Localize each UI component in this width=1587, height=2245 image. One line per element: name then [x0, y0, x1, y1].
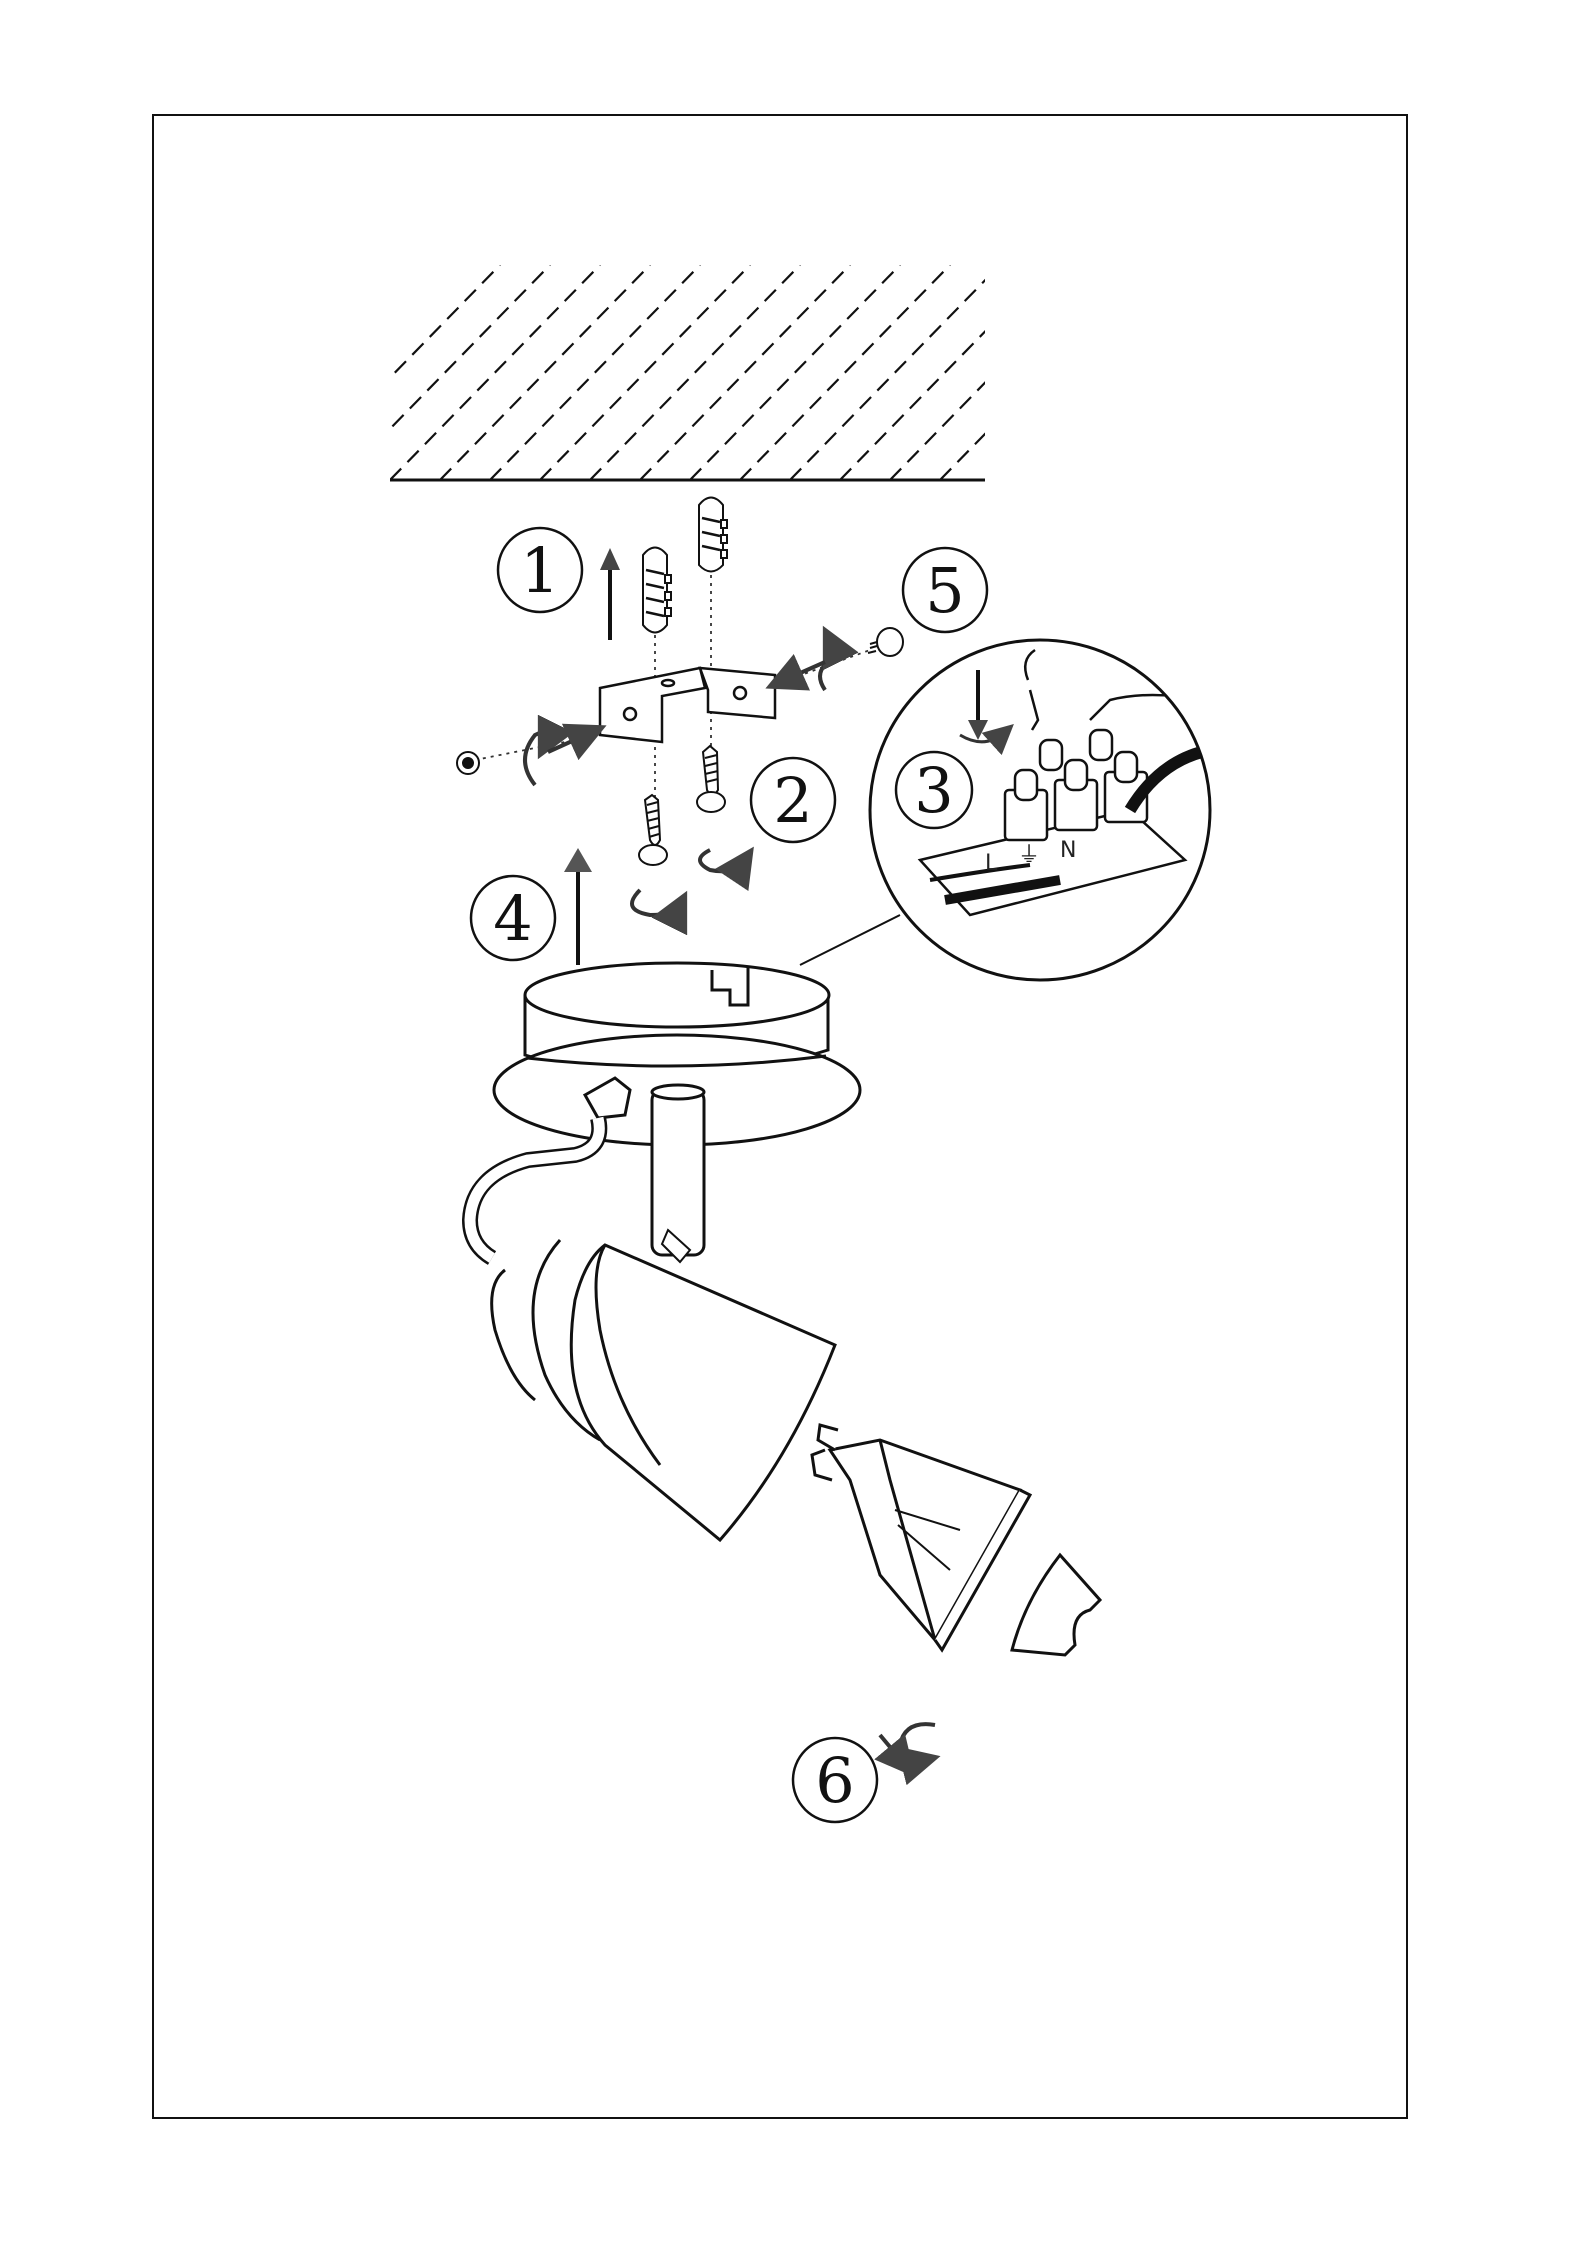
- svg-text:1: 1: [520, 534, 559, 607]
- arrow-step-1: [600, 548, 620, 640]
- svg-text:2: 2: [773, 764, 812, 837]
- terminal-label-l: L: [985, 851, 998, 876]
- svg-text:6: 6: [815, 1744, 854, 1817]
- wall-plug-right: [699, 498, 727, 572]
- wood-screw-right: [697, 746, 725, 812]
- retaining-ring: [1012, 1555, 1100, 1655]
- step-badge-5: 5: [903, 548, 987, 632]
- lamp-stem: [652, 1085, 704, 1262]
- step-badge-3: 3: [896, 752, 972, 828]
- svg-text:4: 4: [493, 882, 532, 955]
- svg-text:3: 3: [914, 754, 953, 827]
- gu10-bulb: [812, 1425, 1030, 1650]
- power-cable: [470, 1118, 599, 1258]
- wood-screw-left: [639, 795, 667, 865]
- step-badge-4: 4: [471, 876, 555, 960]
- arrow-step-4: [564, 848, 592, 965]
- terminal-label-earth: ⏚: [1018, 843, 1040, 868]
- step-badge-6: 6: [793, 1738, 877, 1822]
- push-arrows: [548, 662, 905, 1765]
- step-badge-2: 2: [751, 758, 835, 842]
- svg-text:5: 5: [925, 554, 964, 627]
- zoom-leader: [800, 915, 900, 965]
- ceiling-hatch: [290, 265, 1200, 480]
- screw-left: [457, 752, 479, 774]
- step-badge-1: 1: [498, 528, 582, 612]
- screw-right: [868, 628, 903, 656]
- mounting-bracket: [600, 668, 775, 742]
- terminal-label-n: N: [1060, 838, 1076, 863]
- wall-plug-left: [643, 548, 671, 633]
- spotlight-head: [492, 1240, 835, 1540]
